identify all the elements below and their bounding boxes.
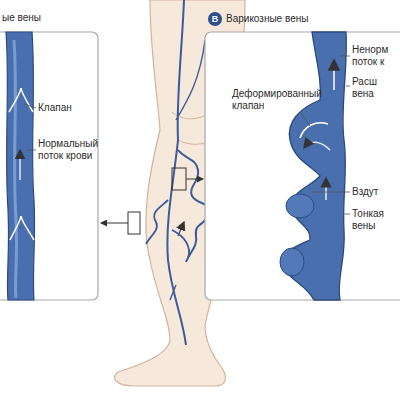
callout-label: Клапан — [38, 102, 96, 114]
normal-vein — [6, 32, 35, 300]
panel-frame — [0, 32, 98, 300]
callout-label: Нормальный поток крови — [38, 138, 96, 162]
callout-label: Ненорм поток к — [352, 44, 398, 68]
panel-frame — [205, 32, 400, 300]
node-text: Варикозные вены — [226, 13, 308, 25]
panel-heading: Варикозные вены — [226, 13, 308, 25]
panel-letter: В — [208, 12, 222, 26]
callout-label: Деформированный клапан — [232, 88, 318, 112]
leg-vein — [167, 0, 186, 345]
panel-heading: ые вены — [2, 12, 41, 24]
callout-label: Вздут — [352, 186, 398, 198]
callout-label: Тонкая вены — [352, 208, 398, 232]
callout-label: Расш вена — [352, 76, 398, 100]
node-text: ые вены — [2, 12, 41, 24]
node-text: В — [208, 12, 222, 26]
